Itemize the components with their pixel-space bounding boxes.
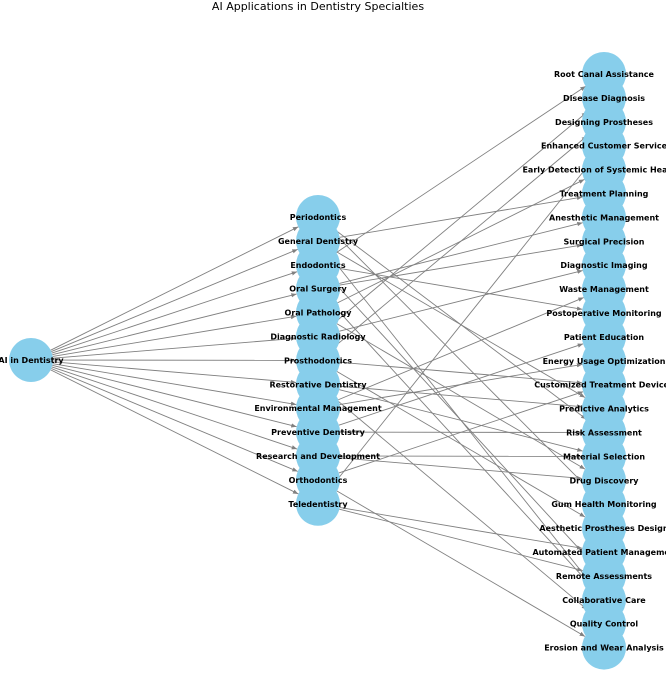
edge-root-to-orthodontics xyxy=(51,368,298,472)
application-label-energy-usage-optimization: Energy Usage Optimization xyxy=(543,357,666,366)
application-label-enhanced-customer-service: Enhanced Customer Service xyxy=(541,142,666,151)
edge-prosthodontics-to-designing-prostheses xyxy=(334,135,588,347)
specialty-label-teledentistry: Teledentistry xyxy=(288,500,348,509)
edge-diagnostic-radiology-to-diagnostic-imaging xyxy=(339,269,583,332)
application-label-surgical-precision: Surgical Precision xyxy=(564,237,645,246)
edge-root-to-environmental-management xyxy=(52,363,297,406)
application-label-quality-control: Quality Control xyxy=(570,620,639,629)
application-label-treatment-planning: Treatment Planning xyxy=(560,190,649,199)
edge-oral-surgery-to-surgical-precision xyxy=(339,243,583,286)
specialty-label-preventive-dentistry: Preventive Dentistry xyxy=(271,428,365,437)
application-label-aesthetic-prostheses-design: Aesthetic Prostheses Design xyxy=(539,524,666,533)
edge-root-to-diagnostic-radiology xyxy=(52,336,297,359)
specialty-label-general-dentistry: General Dentistry xyxy=(278,237,359,246)
root-node-ai-in-dentistry xyxy=(9,338,53,382)
specialty-label-diagnostic-radiology: Diagnostic Radiology xyxy=(270,333,366,342)
specialty-node-teledentistry xyxy=(296,481,340,526)
application-label-customized-treatment-devices: Customized Treatment Devices xyxy=(534,381,666,390)
edge-root-to-oral-surgery xyxy=(52,293,297,356)
specialty-label-endodontics: Endodontics xyxy=(290,261,346,270)
application-label-patient-education: Patient Education xyxy=(564,333,644,342)
edge-preventive-dentistry-to-patient-education xyxy=(338,343,584,426)
edge-prosthodontics-to-aesthetic-prostheses-design xyxy=(336,371,586,518)
specialty-label-orthodontics: Orthodontics xyxy=(289,476,348,485)
edge-restorative-dentistry-to-quality-control xyxy=(334,398,588,610)
application-label-material-selection: Material Selection xyxy=(563,452,645,461)
node-layer xyxy=(9,52,626,670)
edge-oral-surgery-to-anesthetic-management xyxy=(339,221,583,284)
edge-root-to-research-and-development xyxy=(51,366,298,450)
specialty-label-prosthodontics: Prosthodontics xyxy=(284,356,352,365)
application-label-designing-prostheses: Designing Prostheses xyxy=(555,118,653,127)
application-label-postoperative-monitoring: Postoperative Monitoring xyxy=(546,309,662,318)
edge-endodontics-to-root-canal-assistance xyxy=(336,85,586,253)
edge-endodontics-to-postoperative-monitoring xyxy=(339,268,583,311)
edge-root-to-endodontics xyxy=(51,271,298,354)
edge-teledentistry-to-enhanced-customer-service xyxy=(331,162,591,487)
application-node-erosion-and-wear-analysis xyxy=(582,625,626,670)
edge-diagnostic-radiology-to-disease-diagnosis xyxy=(334,111,588,323)
edge-teledentistry-to-automated-patient-managemen xyxy=(339,507,583,550)
application-label-anesthetic-management: Anesthetic Management xyxy=(549,213,659,222)
edge-restorative-dentistry-to-material-selection xyxy=(339,389,583,452)
application-label-gum-health-monitoring: Gum Health Monitoring xyxy=(551,500,657,509)
application-label-remote-assessments: Remote Assessments xyxy=(556,572,652,581)
edge-restorative-dentistry-to-predictive-analytics xyxy=(339,385,583,409)
specialty-label-periodontics: Periodontics xyxy=(290,213,347,222)
application-label-early-detection-of-systemic-health-i: Early Detection of Systemic Health I xyxy=(522,166,666,175)
application-label-waste-management: Waste Management xyxy=(559,285,649,294)
edge-root-to-preventive-dentistry xyxy=(52,364,297,428)
edge-research-and-development-to-drug-discovery xyxy=(339,457,583,481)
application-label-risk-assessment: Risk Assessment xyxy=(566,429,642,438)
application-label-disease-diagnosis: Disease Diagnosis xyxy=(563,94,645,103)
specialty-label-environmental-management: Environmental Management xyxy=(254,404,382,413)
application-label-erosion-and-wear-analysis: Erosion and Wear Analysis xyxy=(544,644,664,653)
application-label-predictive-analytics: Predictive Analytics xyxy=(559,405,649,414)
edge-layer xyxy=(50,85,591,637)
edge-environmental-management-to-waste-management xyxy=(338,297,584,401)
edge-root-to-general-dentistry xyxy=(51,248,298,352)
specialty-label-oral-pathology: Oral Pathology xyxy=(285,309,353,318)
edge-orthodontics-to-customized-treatment-devices xyxy=(338,391,584,474)
application-label-collaborative-care: Collaborative Care xyxy=(562,596,646,605)
edge-prosthodontics-to-customized-treatment-devices xyxy=(339,361,583,385)
specialty-label-restorative-dentistry: Restorative Dentistry xyxy=(269,380,367,389)
application-label-automated-patient-managemen: Automated Patient Managemen xyxy=(532,548,666,557)
application-label-drug-discovery: Drug Discovery xyxy=(570,476,640,485)
specialty-label-oral-surgery: Oral Surgery xyxy=(289,285,347,294)
edge-root-to-periodontics xyxy=(50,226,299,351)
specialty-label-research-and-development: Research and Development xyxy=(256,452,380,461)
edge-root-to-oral-pathology xyxy=(52,314,297,357)
edge-orthodontics-to-erosion-and-wear-analysis xyxy=(336,490,586,637)
edge-root-to-restorative-dentistry xyxy=(52,361,297,385)
application-label-diagnostic-imaging: Diagnostic Imaging xyxy=(560,261,647,270)
application-label-root-canal-assistance: Root Canal Assistance xyxy=(554,70,655,79)
edge-root-to-teledentistry xyxy=(50,369,299,495)
diagram-title: AI Applications in Dentistry Specialties xyxy=(212,0,424,13)
root-label-ai-in-dentistry: AI in Dentistry xyxy=(0,356,64,365)
edge-teledentistry-to-remote-assessments xyxy=(339,508,583,572)
